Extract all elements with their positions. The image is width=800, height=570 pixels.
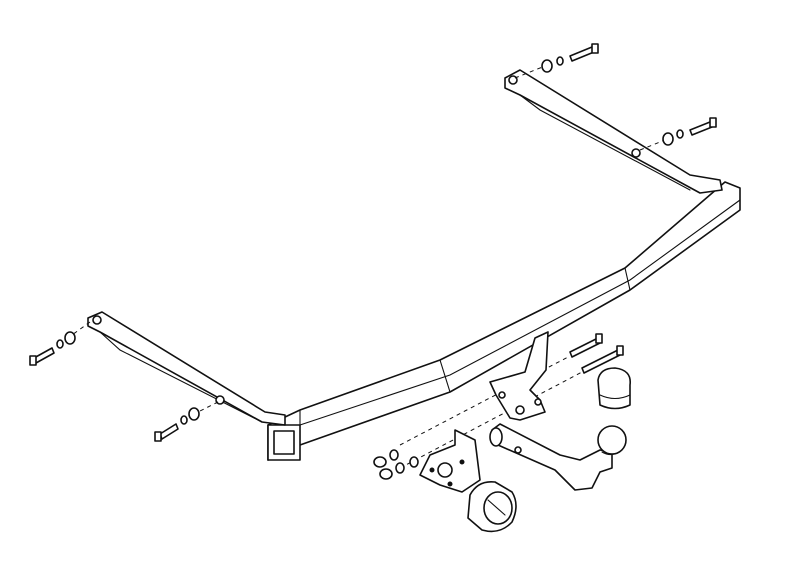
electrical-socket (467, 480, 517, 533)
right-side-bracket (504, 69, 723, 194)
bolt-set-top-right-2 (639, 117, 717, 151)
tow-ball-cover (597, 367, 632, 410)
left-side-bracket (87, 311, 286, 426)
hitch-mounting-plate (489, 331, 549, 421)
fasteners (29, 43, 717, 480)
tow-ball-arm (489, 423, 627, 491)
crossbeam (267, 181, 741, 461)
bolt-set-top-right-1 (514, 43, 599, 79)
socket-bracket (419, 429, 481, 493)
bolt-set-left-1 (29, 321, 91, 366)
bolt-set-center (373, 333, 624, 480)
bolt-set-left-2 (154, 401, 219, 442)
